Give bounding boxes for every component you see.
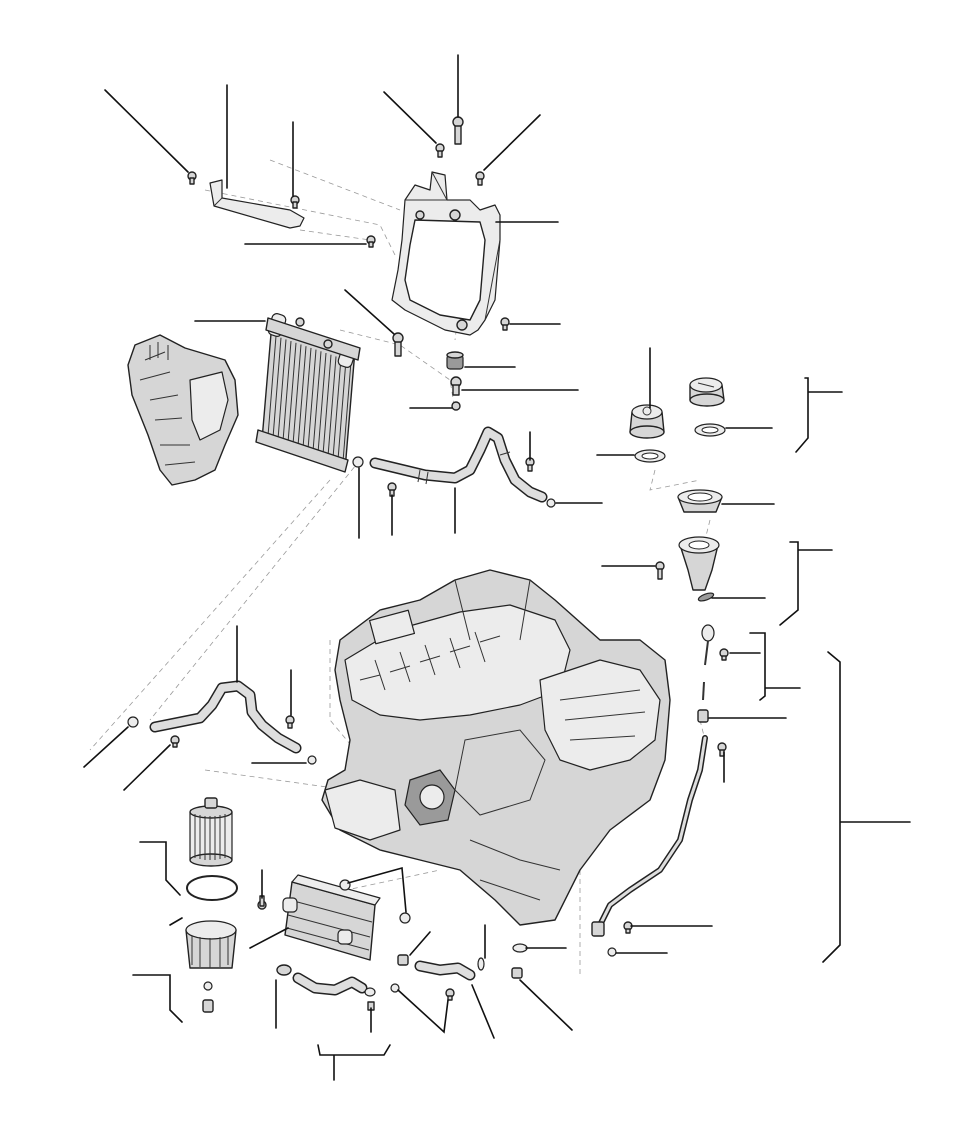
radiator-fin bbox=[327, 356, 337, 457]
nut-icon bbox=[446, 351, 464, 370]
bolt-icon bbox=[366, 235, 376, 248]
radiator-fin bbox=[317, 352, 327, 454]
nut-icon bbox=[697, 709, 709, 723]
oil-cooler-radiator bbox=[255, 313, 361, 473]
radiator-fin bbox=[272, 337, 282, 438]
cooler-hose-upper bbox=[352, 426, 556, 508]
oil-return-pipe bbox=[276, 964, 376, 1011]
oil-filler-cap bbox=[689, 377, 725, 407]
bolt-icon bbox=[290, 195, 300, 209]
bolt-icon bbox=[511, 967, 523, 979]
oil-filler-assembly bbox=[629, 377, 726, 602]
engine-block bbox=[321, 569, 671, 926]
nut-icon bbox=[397, 954, 409, 966]
radiator-fin bbox=[282, 341, 292, 442]
bolt-icon bbox=[655, 561, 665, 580]
bolt-icon bbox=[500, 317, 510, 331]
seal-ring-icon bbox=[352, 456, 364, 468]
engine-oil-cooler bbox=[257, 874, 411, 961]
bolt-icon bbox=[719, 648, 729, 661]
radiator-fin bbox=[312, 351, 322, 452]
bolt-icon bbox=[445, 988, 455, 1001]
seal-ring-icon bbox=[307, 755, 317, 765]
bolt-icon bbox=[187, 171, 197, 185]
bolt-icon bbox=[475, 171, 485, 186]
oil-filler-neck bbox=[677, 489, 723, 513]
bolt-icon bbox=[392, 332, 404, 357]
oil-dipstick bbox=[697, 624, 729, 723]
bolt-icon bbox=[525, 457, 535, 472]
oil-filler-neck bbox=[678, 536, 720, 591]
bolt-icon bbox=[202, 999, 214, 1013]
bolt-icon bbox=[717, 742, 727, 757]
oil-filter-housing-cap bbox=[185, 920, 237, 1013]
leader-lines bbox=[83, 54, 911, 1081]
seal-ring-icon bbox=[512, 943, 528, 953]
bolt-icon bbox=[623, 921, 633, 934]
radiator-fin bbox=[277, 339, 287, 440]
small-brace-assembly bbox=[187, 171, 376, 248]
bolt-icon bbox=[170, 735, 180, 748]
bolt-icon bbox=[452, 116, 464, 145]
seal-ring-icon bbox=[127, 716, 139, 728]
seal-ring-icon bbox=[607, 947, 617, 957]
radiator-fin bbox=[342, 361, 352, 462]
radiator-fin bbox=[297, 346, 307, 447]
radiator-fin bbox=[267, 335, 277, 437]
radiator-fin bbox=[287, 342, 297, 443]
radiator-fin bbox=[332, 358, 342, 459]
radiator-fin bbox=[292, 344, 302, 445]
cooler-hose-lower bbox=[127, 680, 317, 765]
seal-ring-icon bbox=[364, 987, 376, 997]
seal-ring-icon bbox=[477, 957, 485, 971]
radiator-fin bbox=[302, 347, 312, 448]
seal-ring-icon bbox=[694, 423, 726, 437]
seal-ring-icon bbox=[203, 981, 213, 991]
seal-ring-icon bbox=[339, 879, 351, 891]
radiator-fin bbox=[307, 349, 317, 450]
mounting-frame-bracket bbox=[391, 116, 510, 411]
oil-feed-pipe bbox=[390, 943, 528, 1001]
seal-ring-icon bbox=[634, 449, 666, 463]
oil-filter-element bbox=[186, 797, 238, 901]
seal-ring-icon bbox=[276, 964, 292, 976]
seal-ring-icon bbox=[546, 498, 556, 508]
oil-filler-cap bbox=[629, 404, 665, 439]
seal-ring-icon bbox=[697, 592, 715, 602]
bracket-brace-icon bbox=[209, 179, 305, 229]
seal-ring-icon bbox=[186, 875, 238, 901]
dipstick-guide-tube bbox=[591, 735, 727, 957]
seal-ring-icon bbox=[390, 983, 400, 993]
bolt-icon bbox=[435, 143, 445, 158]
seal-ring-icon bbox=[451, 401, 461, 411]
radiator-fin bbox=[322, 354, 332, 455]
bolt-icon bbox=[387, 482, 397, 497]
air-duct-shroud bbox=[127, 334, 239, 486]
radiator-fin bbox=[337, 359, 347, 460]
bolt-icon bbox=[450, 376, 462, 396]
seal-ring-icon bbox=[399, 912, 411, 924]
bolt-icon bbox=[285, 715, 295, 729]
